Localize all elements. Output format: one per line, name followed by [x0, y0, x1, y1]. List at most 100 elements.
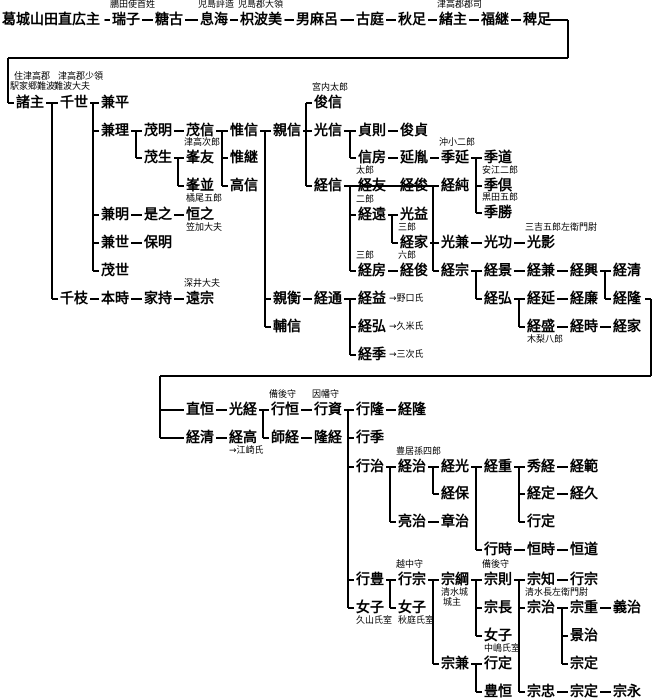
person-note: 木梨八郎 — [527, 335, 564, 345]
person-title: 児島郡大領 — [238, 0, 284, 10]
person-name: 信房 — [358, 150, 386, 166]
person-name: 千世 — [60, 95, 88, 111]
person-name: 経景 — [484, 263, 512, 279]
person-name: 福継 — [481, 12, 509, 28]
person-name: 経範 — [570, 459, 598, 475]
person-name: 秋足 — [398, 12, 426, 28]
person-note: →江崎氏 — [229, 446, 264, 456]
person-name: 師経 — [271, 430, 299, 446]
person-name: 峯友 — [186, 150, 214, 166]
person-name: 景治 — [570, 628, 598, 644]
person-name: 経兼 — [527, 263, 555, 279]
person-name: 経清 — [186, 430, 214, 446]
person-title: 津高郡郡司 — [437, 0, 483, 10]
person-name: 経盛 — [527, 319, 555, 335]
person-title: 六郎 — [398, 251, 417, 261]
person-name: 季延 — [441, 150, 469, 166]
person-name: 季道 — [484, 150, 512, 166]
person-name: 行定 — [527, 514, 555, 530]
person-name: 秀経 — [527, 459, 555, 475]
person-name: 豊恒 — [484, 684, 512, 700]
person-name: 経久 — [570, 486, 598, 502]
person-name: 光功 — [484, 235, 512, 251]
person-name: 宗重 — [570, 600, 598, 616]
person-name: 経弘 — [358, 319, 386, 335]
person-name: 緒主 — [439, 12, 467, 28]
person-name: 俊信 — [314, 95, 342, 111]
person-name: 経重 — [484, 459, 512, 475]
person-name: 親信 — [273, 123, 301, 139]
person-name: 兼明 — [101, 207, 129, 223]
branch-family-note: →野口氏 — [389, 294, 424, 304]
person-name: 経宗 — [441, 263, 469, 279]
person-name: 恒之 — [186, 207, 214, 223]
person-name: 季勝 — [484, 205, 512, 221]
person-name: 行定 — [484, 656, 512, 672]
person-name: 行宗 — [570, 572, 598, 588]
person-note: 城主 — [443, 598, 462, 608]
person-name: 経純 — [441, 178, 469, 194]
person-name: 義治 — [613, 600, 641, 616]
person-name: 俊貞 — [400, 123, 428, 139]
person-note: 清水城 — [441, 588, 469, 598]
person-name: 経興 — [570, 263, 598, 279]
person-name: 稗足 — [523, 12, 551, 28]
person-name: 宗綱 — [441, 572, 469, 588]
person-name: 茂信 — [186, 123, 214, 139]
person-name: 枳波美 — [240, 12, 282, 28]
person-name: 行恒 — [271, 402, 299, 418]
person-title: 児島評造 — [198, 0, 235, 10]
person-name: 茂世 — [101, 263, 129, 279]
person-name: 隆経 — [314, 430, 342, 446]
person-name: 家持 — [144, 291, 172, 307]
person-name: 経家 — [613, 319, 641, 335]
person-name: 延胤 — [400, 150, 428, 166]
person-name: 兼世 — [101, 235, 129, 251]
person-name: 宗治 — [527, 600, 555, 616]
person-name: 遠宗 — [186, 291, 214, 307]
person-name: 経弘 — [484, 291, 512, 307]
person-name: 恒時 — [527, 542, 555, 558]
person-name: 経隆 — [398, 402, 426, 418]
person-name: 経友 — [358, 178, 386, 194]
person-name: 宗則 — [484, 572, 512, 588]
person-name: 直恒 — [186, 402, 214, 418]
person-note: 笠加大夫 — [186, 223, 223, 233]
person-title: 津高郡少領 — [58, 72, 104, 82]
person-name: 経俊 — [400, 178, 428, 194]
person-name: 宗忠 — [527, 684, 555, 700]
person-name: 輔信 — [273, 319, 301, 335]
person-name: 経保 — [441, 486, 469, 502]
person-title: 備後守 — [269, 390, 297, 400]
person-name: 女子 — [484, 628, 512, 644]
person-title: 豊居孫四郎 — [396, 447, 442, 457]
person-name: 経季 — [358, 347, 386, 363]
person-name: 経延 — [527, 291, 555, 307]
person-name: 行季 — [356, 430, 384, 446]
person-name: 兼理 — [101, 123, 129, 139]
person-name: 章治 — [441, 514, 469, 530]
person-name: 光経 — [229, 402, 257, 418]
person-name: 亮治 — [398, 514, 426, 530]
person-name: 経益 — [358, 291, 386, 307]
branch-family-note: →久米氏 — [389, 322, 424, 332]
person-name: 経信 — [314, 178, 342, 194]
person-title: 太郎 — [356, 166, 375, 176]
person-name: 宗永 — [613, 684, 641, 700]
person-name: 経遠 — [358, 207, 386, 223]
person-title: 二郎 — [356, 195, 375, 205]
person-title: 清水長左衛門尉 — [525, 588, 589, 598]
person-title: 鵬田使首姓 — [110, 0, 156, 10]
person-name: 季倶 — [484, 178, 512, 194]
person-title: 三郎 — [398, 223, 417, 233]
person-title: 黒田五郎 — [482, 193, 519, 203]
person-name: 高信 — [230, 178, 258, 194]
person-name: 光兼 — [441, 235, 469, 251]
person-name: 葛城山田直広主 — [2, 12, 100, 28]
person-name: 経高 — [229, 430, 257, 446]
person-name: 惟継 — [230, 150, 258, 166]
person-title: 住津高郡 — [14, 72, 51, 82]
person-name: 古庭 — [356, 12, 384, 28]
person-title: 難波大夫 — [54, 82, 91, 92]
